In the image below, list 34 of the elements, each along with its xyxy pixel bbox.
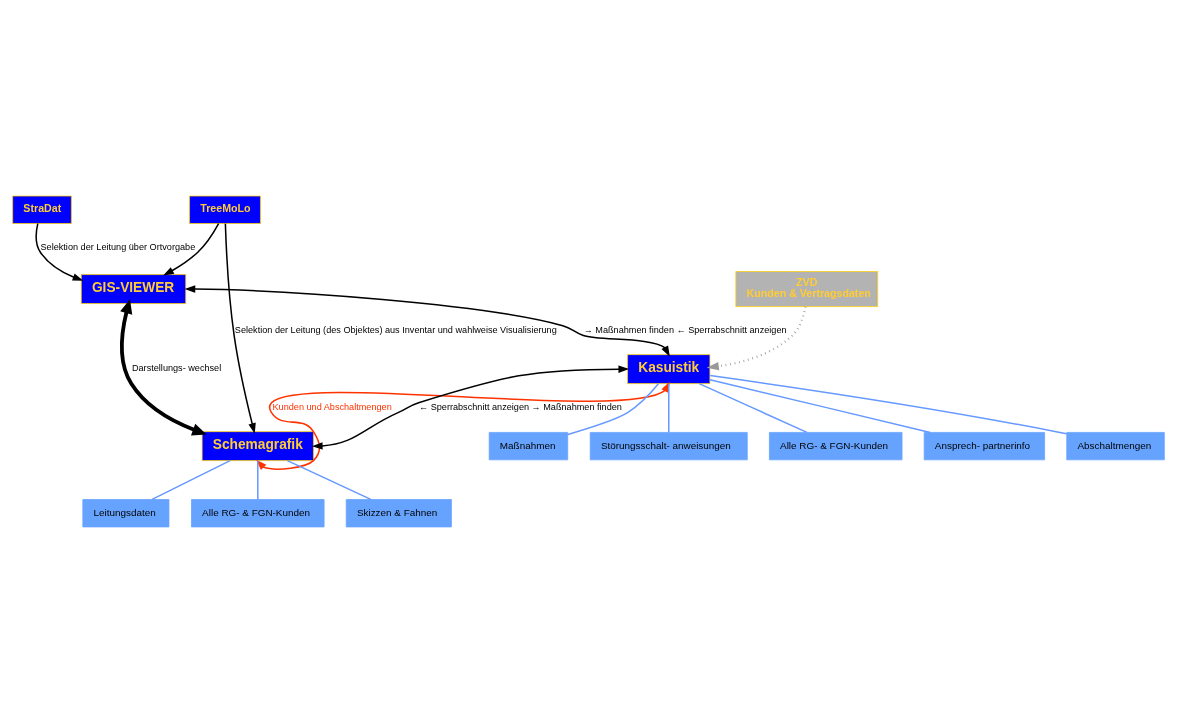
- node-box: TreeMoLo: [189, 195, 261, 224]
- connector: [257, 459, 259, 500]
- connector: [151, 459, 231, 500]
- arrow: [224, 222, 256, 434]
- node-box: Abschaltmengen: [1066, 431, 1165, 460]
- edge-label: Kunden und Abschaltmengen: [272, 401, 392, 412]
- edge-label: ← Sperrabschnitt anzeigen → Maßnahmen finden: [419, 401, 622, 412]
- edge-label: Selektion der Leitung (des Objektes) aus Inventar und wahlweise Visualisierung: [234, 324, 557, 335]
- arrow: [120, 298, 207, 435]
- node-box: Skizzen & Fahnen: [345, 498, 452, 527]
- node-box: Schemagrafik: [201, 430, 314, 461]
- node-box: StraDat: [12, 195, 72, 224]
- node-box: Kasuistik: [627, 353, 711, 384]
- node-box: Maßnahmen: [488, 431, 569, 460]
- connector: [286, 459, 372, 500]
- edge-label: Darstellungs- wechsel: [131, 362, 222, 373]
- arrow: [311, 364, 630, 450]
- connector: [567, 382, 660, 435]
- connector: [668, 382, 670, 433]
- edge-label: → Maßnahmen finden ← Sperrabschnitt anzeigen: [583, 324, 787, 335]
- node-box: Ansprech- partnerinfo: [923, 431, 1045, 460]
- arrow: [35, 222, 84, 281]
- node-box: Alle RG- & FGN-Kunden: [191, 498, 325, 527]
- connector: [709, 374, 1068, 435]
- node-box: ZVD Kunden & Vertragsdaten: [735, 270, 879, 307]
- node-box: Leitungsdaten: [82, 498, 170, 527]
- node-box: GIS-VIEWER: [80, 273, 187, 304]
- arrow: [184, 284, 670, 357]
- connector: [698, 382, 808, 433]
- node-box: Störungsschalt- anweisungen: [589, 431, 748, 460]
- edge-label: Selektion der Leitung über Ortvorgabe: [40, 241, 196, 252]
- arrow: [163, 222, 220, 276]
- node-box: Alle RG- & FGN-Kunden: [769, 431, 903, 460]
- connector: [709, 378, 931, 433]
